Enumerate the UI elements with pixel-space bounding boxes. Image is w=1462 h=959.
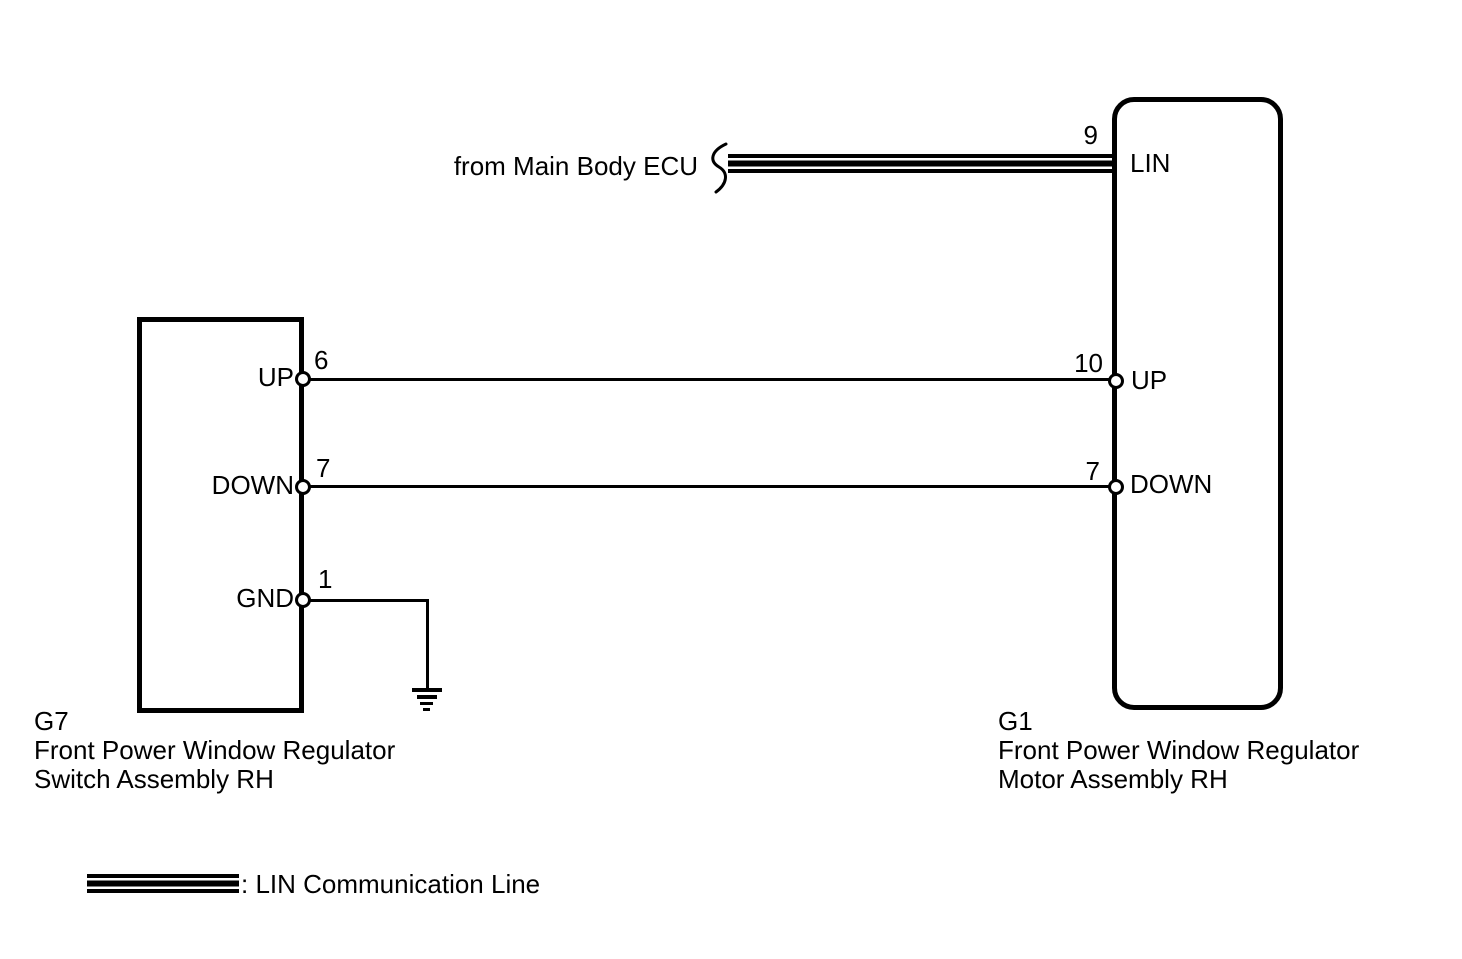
lin-communication-wire xyxy=(728,154,1117,173)
pin-terminal-circle xyxy=(295,592,311,608)
pin-terminal-circle xyxy=(295,479,311,495)
motor-connector-box xyxy=(1112,97,1283,710)
pin-terminal-circle xyxy=(1108,373,1124,389)
switch-connector-caption: G7 Front Power Window Regulator Switch A… xyxy=(34,707,395,794)
pin-label: LIN xyxy=(1130,148,1171,178)
pin-number: 6 xyxy=(314,345,329,375)
connector-name-line1: Front Power Window Regulator xyxy=(34,735,396,765)
pin-number: 10 xyxy=(1074,348,1103,378)
ground-bar xyxy=(420,702,433,705)
pin-number: 1 xyxy=(318,564,333,594)
up-wire xyxy=(306,378,1114,381)
connector-name-line1: Front Power Window Regulator xyxy=(998,735,1360,765)
pin-number: 9 xyxy=(1083,120,1098,150)
pin-label: UP xyxy=(1131,365,1168,395)
pin-number: 7 xyxy=(316,453,331,483)
switch-connector-box xyxy=(137,317,304,713)
down-wire xyxy=(306,485,1114,488)
connector-name-line2: Motor Assembly RH xyxy=(998,764,1228,794)
connector-code: G7 xyxy=(34,706,69,736)
ecu-source-label: from Main Body ECU xyxy=(453,151,698,181)
pin-label: UP xyxy=(257,362,294,392)
pin-label: GND xyxy=(236,583,294,613)
pin-label: DOWN xyxy=(1130,469,1213,499)
pin-label: DOWN xyxy=(211,470,294,500)
ground-bar xyxy=(423,708,430,711)
ground-icon xyxy=(410,688,444,714)
pin-terminal-circle xyxy=(295,371,311,387)
connector-name-line2: Switch Assembly RH xyxy=(34,764,274,794)
pin-number: 7 xyxy=(1085,456,1100,486)
gnd-wire-vertical xyxy=(426,599,429,689)
connector-code: G1 xyxy=(998,706,1033,736)
legend-lin-line-swatch xyxy=(87,874,239,893)
offpage-connector-squiggle-icon xyxy=(711,142,728,194)
motor-connector-caption: G1 Front Power Window Regulator Motor As… xyxy=(998,707,1359,794)
ground-bar xyxy=(412,688,442,692)
legend-label: : LIN Communication Line xyxy=(241,869,541,899)
ground-bar xyxy=(417,695,437,699)
pin-terminal-circle xyxy=(1108,479,1124,495)
gnd-wire-horizontal xyxy=(306,599,429,602)
